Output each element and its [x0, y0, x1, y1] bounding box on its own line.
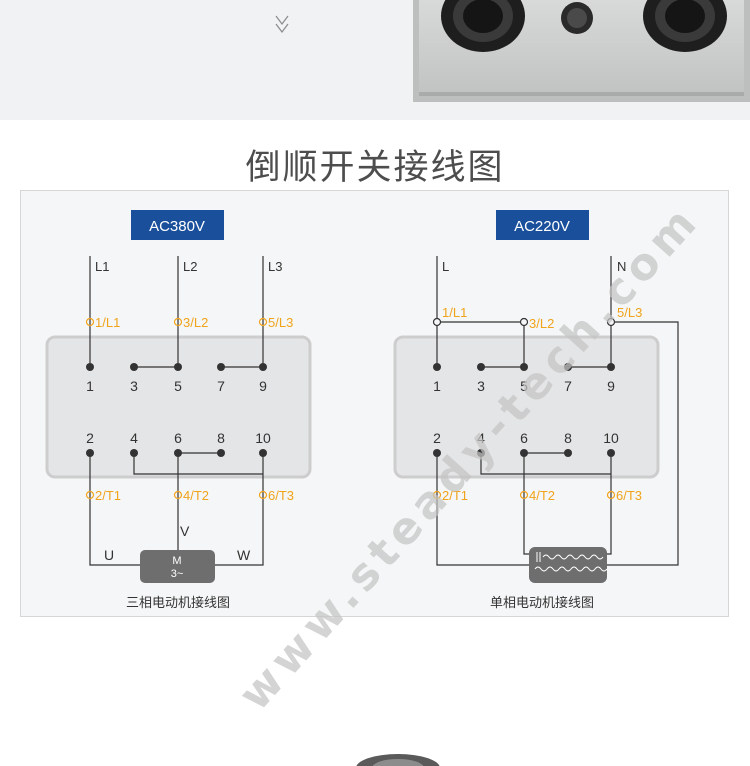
contact-number: 5	[174, 378, 182, 394]
contact-number: 4	[130, 430, 138, 446]
terminal-marker	[173, 317, 183, 327]
contact-dot	[477, 449, 485, 457]
product-part-image	[356, 754, 440, 766]
page-title: 倒顺开关接线图	[245, 148, 505, 188]
jumper-4-10	[480, 453, 611, 475]
terminal-marker	[173, 490, 183, 500]
contact-number: 8	[217, 430, 225, 446]
terminal-label: 5/L3	[268, 315, 293, 330]
three-phase-diagram: AC380V L1 L2 L3 1/L1 3/L2 5/L3	[45, 210, 312, 610]
contact-dot	[607, 363, 615, 371]
terminal-marker	[258, 490, 268, 500]
contact-number: 9	[259, 378, 267, 394]
terminal-marker	[519, 490, 529, 500]
contact-number: 9	[607, 378, 615, 394]
single-phase-motor-icon	[529, 547, 608, 583]
contact-dot	[564, 363, 572, 371]
contact-dot	[564, 449, 572, 457]
wiring-diagram: AC380V L1 L2 L3 1/L1 3/L2 5/L3	[45, 210, 679, 610]
line-label-l2: L2	[183, 259, 197, 274]
contact-number: 6	[174, 430, 182, 446]
terminal-label: 6/T3	[616, 488, 642, 503]
contact-number: 6	[520, 430, 528, 446]
terminal-marker	[432, 490, 442, 500]
scroll-down-icon[interactable]	[262, 10, 302, 46]
contact-number: 5	[520, 378, 528, 394]
terminal-label: 5/L3	[617, 305, 642, 320]
top-banner	[0, 0, 750, 120]
contact-dot	[130, 449, 138, 457]
terminal-label: 1/L1	[442, 305, 467, 320]
contact-dot	[217, 449, 225, 457]
voltage-badge-220-text: AC220V	[514, 218, 570, 235]
contact-number: 10	[255, 430, 271, 446]
contact-dot	[477, 363, 485, 371]
contact-number: 2	[86, 430, 94, 446]
wiring-diagram-panel: AC380V L1 L2 L3 1/L1 3/L2 5/L3	[20, 190, 729, 617]
single-phase-diagram: AC220V L N 1/L1 3/L2 5/L3	[393, 210, 679, 610]
diagram-caption-three-phase: 三相电动机接线图	[126, 595, 230, 610]
line-label-l1: L1	[95, 259, 109, 274]
motor-sub-label: 3~	[171, 568, 184, 580]
contact-number: 7	[217, 378, 225, 394]
wire-u	[89, 453, 140, 566]
voltage-badge-220	[496, 210, 589, 240]
voltage-badge-380-text: AC380V	[149, 218, 205, 235]
contact-number: 1	[433, 378, 441, 394]
terminal-marker	[85, 490, 95, 500]
switch-body-single-phase	[393, 335, 660, 479]
wire-w	[215, 453, 264, 566]
jumper-4-10	[133, 453, 263, 475]
contact-number: 1	[86, 378, 94, 394]
product-photo	[413, 0, 750, 102]
contact-number: 4	[477, 430, 485, 446]
terminal-label: 2/T1	[442, 488, 468, 503]
contact-dot	[259, 363, 267, 371]
contact-number: 3	[477, 378, 485, 394]
motor-label: M	[172, 555, 181, 567]
terminal-marker	[258, 317, 268, 327]
phase-label-w: W	[237, 547, 251, 563]
terminal-label: 3/L2	[529, 316, 554, 331]
terminal-marker	[519, 317, 529, 327]
contact-dot	[433, 363, 441, 371]
wire-loop-n	[436, 321, 679, 566]
terminal-label: 3/L2	[183, 315, 208, 330]
phase-label-v: V	[180, 523, 190, 539]
contact-dot	[174, 363, 182, 371]
contact-number: 8	[564, 430, 572, 446]
terminal-marker	[606, 317, 616, 327]
contact-number: 7	[564, 378, 572, 394]
terminal-marker	[85, 317, 95, 327]
contact-dot	[433, 449, 441, 457]
voltage-badge-380	[131, 210, 224, 240]
terminal-label: 1/L1	[95, 315, 120, 330]
line-label-n: N	[617, 259, 626, 274]
contact-dot	[520, 363, 528, 371]
contact-number: 3	[130, 378, 138, 394]
terminal-marker	[432, 317, 442, 327]
terminal-label: 4/T2	[183, 488, 209, 503]
terminal-label: 4/T2	[529, 488, 555, 503]
line-label-l: L	[442, 259, 449, 274]
contact-number: 10	[603, 430, 619, 446]
wire-motor-a	[523, 453, 531, 555]
diagram-caption-single-phase: 单相电动机接线图	[490, 595, 594, 610]
contact-dot	[86, 363, 94, 371]
terminal-label: 6/T3	[268, 488, 294, 503]
three-phase-motor-icon	[140, 550, 215, 583]
terminal-label: 2/T1	[95, 488, 121, 503]
phase-label-u: U	[104, 547, 114, 563]
terminal-marker	[606, 490, 616, 500]
line-label-l3: L3	[268, 259, 282, 274]
contact-dot	[130, 363, 138, 371]
contact-dot	[217, 363, 225, 371]
contact-number: 2	[433, 430, 441, 446]
